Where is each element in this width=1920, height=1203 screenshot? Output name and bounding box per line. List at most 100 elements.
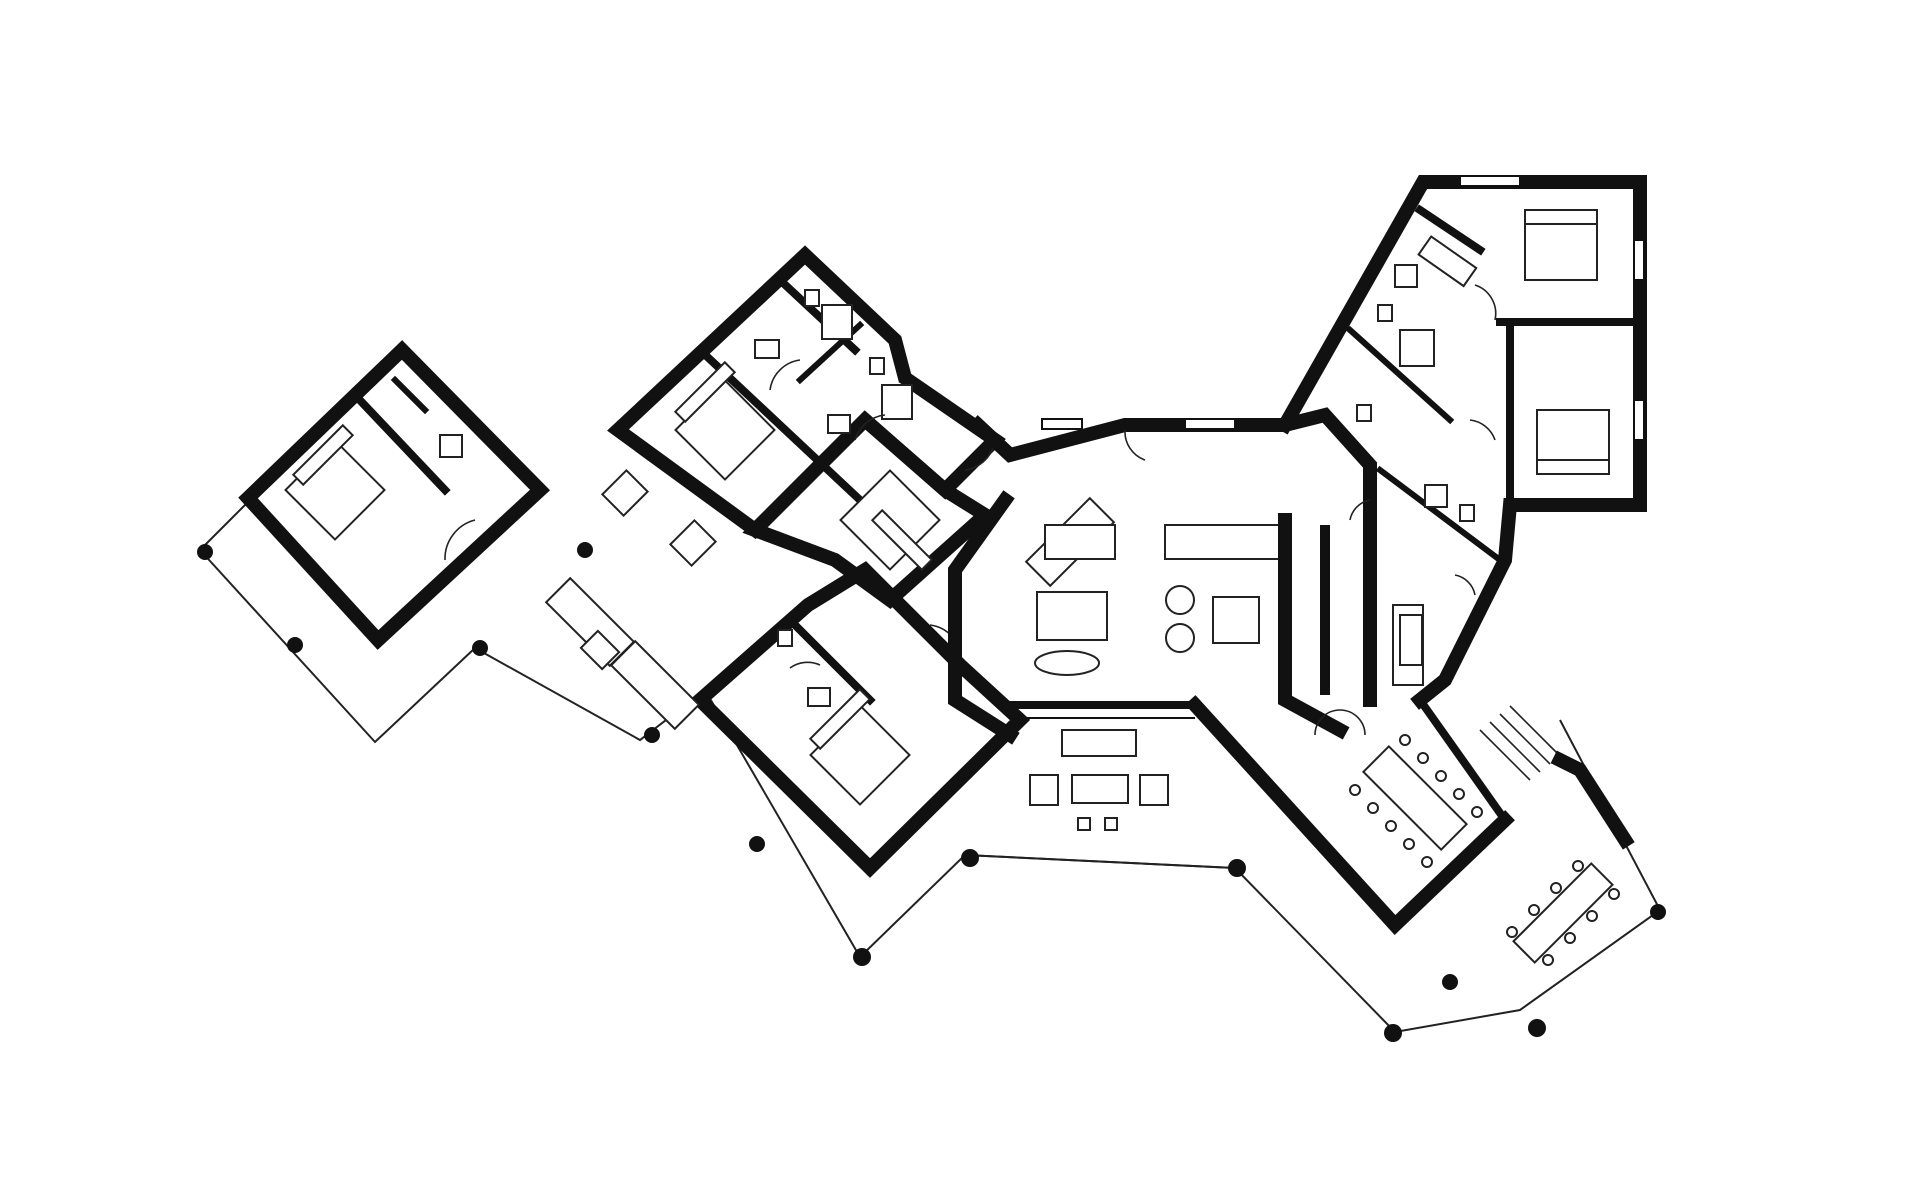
dining-chair bbox=[1435, 770, 1447, 782]
sofa bbox=[1061, 729, 1137, 757]
dining-chair bbox=[1399, 734, 1411, 746]
toilet bbox=[869, 357, 885, 375]
window bbox=[1633, 239, 1645, 281]
door-swing bbox=[1339, 709, 1366, 736]
terrace-west-outline bbox=[199, 549, 1662, 1034]
stair bbox=[1479, 729, 1531, 781]
lounge-chair bbox=[1029, 774, 1059, 806]
armchair bbox=[1165, 585, 1195, 615]
stair bbox=[1509, 705, 1561, 757]
column bbox=[749, 836, 765, 852]
west-terrace-furniture bbox=[544, 468, 718, 731]
window bbox=[1459, 175, 1521, 187]
guest-pavilion bbox=[238, 340, 551, 650]
bed-east-pillows bbox=[1536, 459, 1610, 475]
guest-pavilion-walls bbox=[238, 340, 551, 650]
dining-chair bbox=[1550, 882, 1562, 894]
door-swing bbox=[769, 359, 801, 391]
living-room-walls-west bbox=[948, 490, 1020, 745]
bed-center-pillows bbox=[870, 508, 934, 572]
armchair bbox=[1165, 623, 1195, 653]
bedroom-center-walls bbox=[742, 410, 997, 609]
coffee-table bbox=[1036, 591, 1108, 641]
column bbox=[1650, 904, 1666, 920]
dining-chair bbox=[1453, 788, 1465, 800]
coffee-table bbox=[1071, 774, 1129, 804]
door-swing bbox=[1469, 419, 1496, 441]
dining-walls bbox=[1185, 695, 1515, 936]
dining-table bbox=[1361, 744, 1469, 852]
door-swing bbox=[1314, 709, 1341, 736]
column bbox=[1228, 859, 1246, 877]
stool bbox=[1077, 817, 1091, 831]
bed-master bbox=[1524, 219, 1598, 281]
column bbox=[1528, 1019, 1546, 1037]
column bbox=[853, 948, 871, 966]
interior-wall bbox=[1414, 204, 1486, 256]
kitchen-dining bbox=[1185, 513, 1515, 936]
stair bbox=[1499, 713, 1551, 765]
interior-wall bbox=[1375, 465, 1505, 565]
column bbox=[287, 637, 303, 653]
washbasin bbox=[1424, 484, 1448, 508]
interior-wall bbox=[784, 614, 876, 706]
bed-south-pillows bbox=[808, 687, 872, 751]
lounge-chair bbox=[600, 468, 650, 518]
stair bbox=[1489, 721, 1541, 773]
door-swing bbox=[1474, 284, 1497, 321]
sofa bbox=[1164, 524, 1281, 560]
bed-south bbox=[809, 704, 911, 806]
coffee-table bbox=[579, 629, 621, 671]
bed-north-pillows bbox=[673, 360, 737, 424]
terrace-west-back bbox=[199, 499, 251, 551]
dining-chair bbox=[1349, 784, 1361, 796]
column bbox=[644, 727, 660, 743]
column bbox=[472, 640, 488, 656]
door-swing bbox=[1124, 429, 1146, 461]
dining-east-wall bbox=[1414, 694, 1511, 826]
column bbox=[1384, 1024, 1402, 1042]
dining-chair bbox=[1367, 802, 1379, 814]
toilet bbox=[804, 289, 820, 307]
window bbox=[1041, 418, 1083, 430]
washbasin bbox=[1399, 614, 1423, 666]
washbasin bbox=[754, 339, 780, 359]
dining-chair bbox=[1608, 888, 1620, 900]
column bbox=[961, 849, 979, 867]
guest-pavilion-partition bbox=[390, 375, 430, 415]
toilet bbox=[1459, 504, 1475, 522]
door-swing bbox=[1349, 499, 1371, 521]
dining-chair bbox=[1385, 820, 1397, 832]
east-bedroom-wing bbox=[1275, 175, 1647, 710]
guest-pavilion-partition bbox=[349, 389, 451, 496]
shower bbox=[881, 384, 913, 420]
door-swing bbox=[444, 519, 476, 561]
door-swing bbox=[1454, 574, 1476, 596]
dining-chair bbox=[1586, 910, 1598, 922]
dining-chair bbox=[1572, 860, 1584, 872]
lounge-terrace-furniture bbox=[1029, 729, 1169, 831]
dining-terrace-walls bbox=[1550, 750, 1635, 850]
dining-chair bbox=[1403, 838, 1415, 850]
sofa bbox=[1044, 524, 1116, 560]
ottoman bbox=[1034, 650, 1100, 676]
dining-chair bbox=[1421, 856, 1433, 868]
side-table bbox=[1212, 596, 1260, 644]
dining-chair bbox=[1417, 752, 1429, 764]
dining-chair bbox=[1564, 932, 1576, 944]
dining-chair bbox=[1471, 806, 1483, 818]
door-swing bbox=[854, 414, 886, 441]
kitchen-walls bbox=[1278, 513, 1350, 740]
stool bbox=[1104, 817, 1118, 831]
dining-chair bbox=[1528, 904, 1540, 916]
terraces bbox=[199, 499, 1662, 1034]
door-swing bbox=[789, 661, 821, 669]
terrace-lounge-edge bbox=[964, 854, 1236, 869]
shower bbox=[821, 304, 853, 340]
interior-wall bbox=[1345, 325, 1455, 425]
lounge-chair bbox=[1139, 774, 1169, 806]
dining-terrace bbox=[1479, 705, 1635, 966]
toilet bbox=[1356, 404, 1372, 422]
central-living bbox=[948, 407, 1377, 745]
